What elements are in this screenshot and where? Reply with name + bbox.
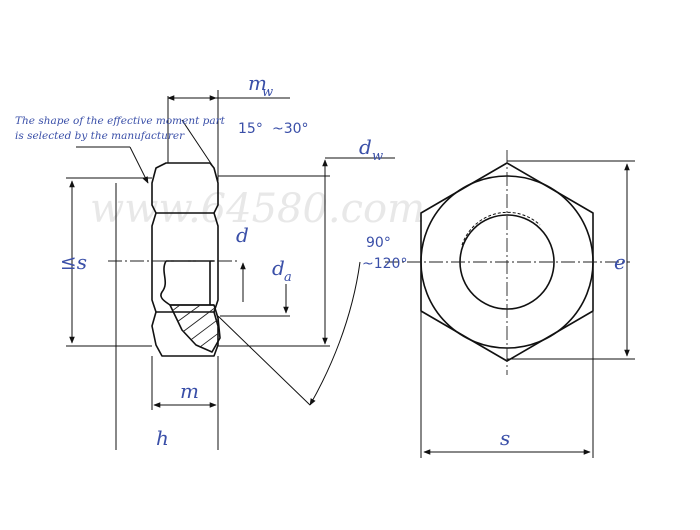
label-m: m — [180, 379, 199, 403]
labels: The shape of the effective moment part i… — [15, 71, 626, 450]
label-mw: m — [248, 71, 267, 95]
note-line-2: is selected by the manufacturer — [15, 130, 185, 142]
angle-top-a: 15° — [238, 121, 263, 137]
side-break-curve — [160, 260, 214, 306]
watermark-text: www.64580.com — [90, 186, 425, 232]
label-s-bottom: s — [500, 426, 510, 450]
label-da-sub: a — [284, 270, 292, 285]
label-d: d — [236, 223, 249, 247]
label-s-left: ≤s — [60, 250, 87, 274]
side-view — [108, 162, 240, 357]
label-mw-sub: w — [262, 85, 273, 100]
label-dw-sub: w — [372, 149, 383, 164]
thread-arc — [461, 211, 541, 246]
label-da: d — [272, 256, 285, 280]
note-line-1: The shape of the effective moment part — [15, 115, 226, 127]
label-h: h — [156, 426, 169, 450]
angle-mid-a: 90° — [366, 235, 391, 251]
top-view — [385, 150, 630, 375]
side-torque-section — [169, 304, 221, 353]
angle-mid-b: ~120° — [362, 256, 407, 272]
label-dw: d — [359, 135, 372, 159]
side-dimensions — [66, 90, 395, 450]
label-e: e — [614, 250, 626, 274]
angle-top-b: ~30° — [272, 121, 309, 137]
top-dimensions — [420, 160, 635, 458]
side-body-outline — [151, 162, 219, 357]
